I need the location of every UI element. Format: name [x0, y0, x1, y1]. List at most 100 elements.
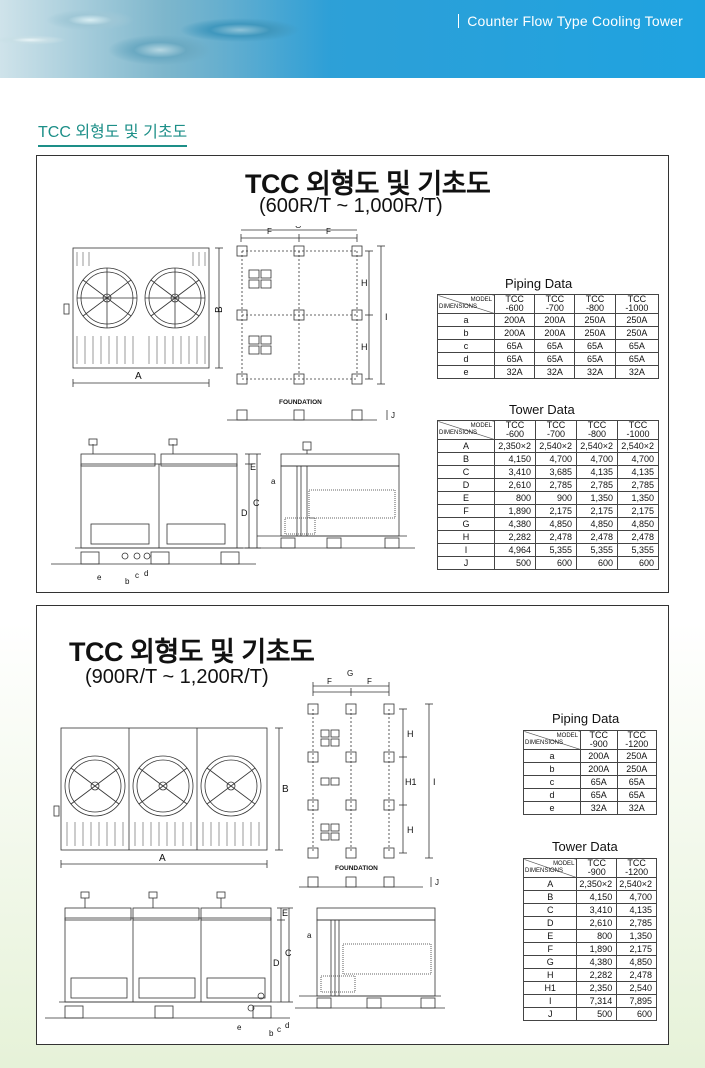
pipe-label-a: a: [307, 931, 312, 940]
dim-label-J: J: [391, 411, 395, 420]
dim-label-E: E: [250, 462, 256, 472]
table-cell: 500: [494, 556, 536, 570]
table-cell: 2,478: [617, 530, 659, 544]
table-cell: 250A: [614, 326, 660, 340]
table-cell: 250A: [574, 313, 616, 327]
model-header: TCC-800: [576, 420, 618, 440]
table-cell: 65A: [616, 788, 658, 802]
table-cell: 32A: [534, 365, 576, 379]
table-cell: 1,350: [576, 491, 618, 505]
table-cell: 7,314: [576, 994, 618, 1008]
table-cell: 65A: [534, 352, 576, 366]
table-cell: 2,785: [616, 916, 657, 930]
pipe-label-c: c: [135, 571, 139, 580]
header-title: Counter Flow Type Cooling Tower: [458, 14, 683, 28]
dim-label-F-right: F: [367, 677, 372, 686]
row-label: A: [522, 877, 578, 891]
panel-900-1200: TCC 외형도 및 기초도 (900R/T ~ 1,200R/T): [36, 605, 669, 1045]
dim-label-H-bottom: H: [361, 342, 368, 352]
dim-label-F-left: F: [327, 677, 332, 686]
pipe-label-b: b: [269, 1029, 274, 1038]
row-label: C: [522, 903, 578, 917]
model-header: TCC-1200: [616, 858, 657, 878]
row-label: G: [437, 517, 495, 531]
model-label: MODEL: [470, 297, 492, 303]
table-cell: 2,610: [576, 916, 618, 930]
dimensions-label: DIMENSIONS: [525, 740, 564, 746]
table-cell: 2,540×2: [576, 439, 618, 453]
dim-label-F-right: F: [326, 227, 331, 236]
table-cell: 2,350: [576, 981, 618, 995]
table-cell: 65A: [534, 339, 576, 353]
table-cell: 2,540×2: [616, 877, 657, 891]
table-cell: 3,410: [576, 903, 618, 917]
panel-subtitle: (600R/T ~ 1,000R/T): [259, 195, 443, 217]
front-elevation-drawing: E D C e b c d: [51, 438, 261, 586]
plan-view-drawing: A B: [53, 727, 289, 868]
front-elevation-drawing: E D C e b c d: [45, 891, 293, 1038]
foundation-label: FOUNDATION: [335, 865, 378, 872]
row-label: b: [523, 762, 581, 776]
table-cell: 2,350×2: [494, 439, 536, 453]
table-cell: 200A: [580, 762, 618, 776]
table-cell: 4,150: [494, 452, 536, 466]
dim-label-C: C: [285, 948, 292, 958]
table-cell: 900: [535, 491, 577, 505]
table-cell: 65A: [493, 339, 536, 353]
table-cell: 5,355: [535, 543, 577, 557]
dim-label-J: J: [435, 878, 439, 887]
table-cell: 2,175: [576, 504, 618, 518]
side-elevation-drawing: a: [237, 441, 415, 549]
dimensions-label: DIMENSIONS: [439, 304, 478, 310]
table-cell: 5,355: [617, 543, 659, 557]
dim-label-H-bottom: H: [407, 825, 414, 835]
row-label: c: [437, 339, 495, 353]
dim-label-I: I: [385, 312, 388, 322]
table-cell: 2,540: [616, 981, 657, 995]
table-cell: 2,540×2: [535, 439, 577, 453]
section-title: TCC 외형도 및 기초도: [38, 118, 188, 147]
side-elevation-drawing: a: [295, 907, 445, 1009]
model-label: MODEL: [556, 733, 578, 739]
model-header: TCC-700: [534, 294, 576, 314]
table-cell: 4,850: [576, 517, 618, 531]
header-photo: [0, 0, 330, 78]
row-label: I: [437, 543, 495, 557]
dim-label-H-top: H: [407, 729, 414, 739]
pipe-label-e: e: [97, 573, 102, 582]
row-label: G: [522, 955, 578, 969]
table-cell: 4,700: [535, 452, 577, 466]
table-cell: 200A: [534, 326, 576, 340]
row-label: H1: [522, 981, 578, 995]
table-cell: 32A: [616, 801, 658, 815]
row-label: a: [437, 313, 495, 327]
table-cell: 250A: [614, 313, 660, 327]
row-label: F: [437, 504, 495, 518]
table-cell: 250A: [616, 749, 658, 763]
table-cell: 600: [616, 1007, 657, 1021]
table-cell: 2,350×2: [576, 877, 618, 891]
dim-label-A: A: [135, 371, 142, 382]
table-cell: 32A: [493, 365, 536, 379]
row-label: D: [522, 916, 578, 930]
row-label: H: [437, 530, 495, 544]
table-cell: 600: [576, 556, 618, 570]
